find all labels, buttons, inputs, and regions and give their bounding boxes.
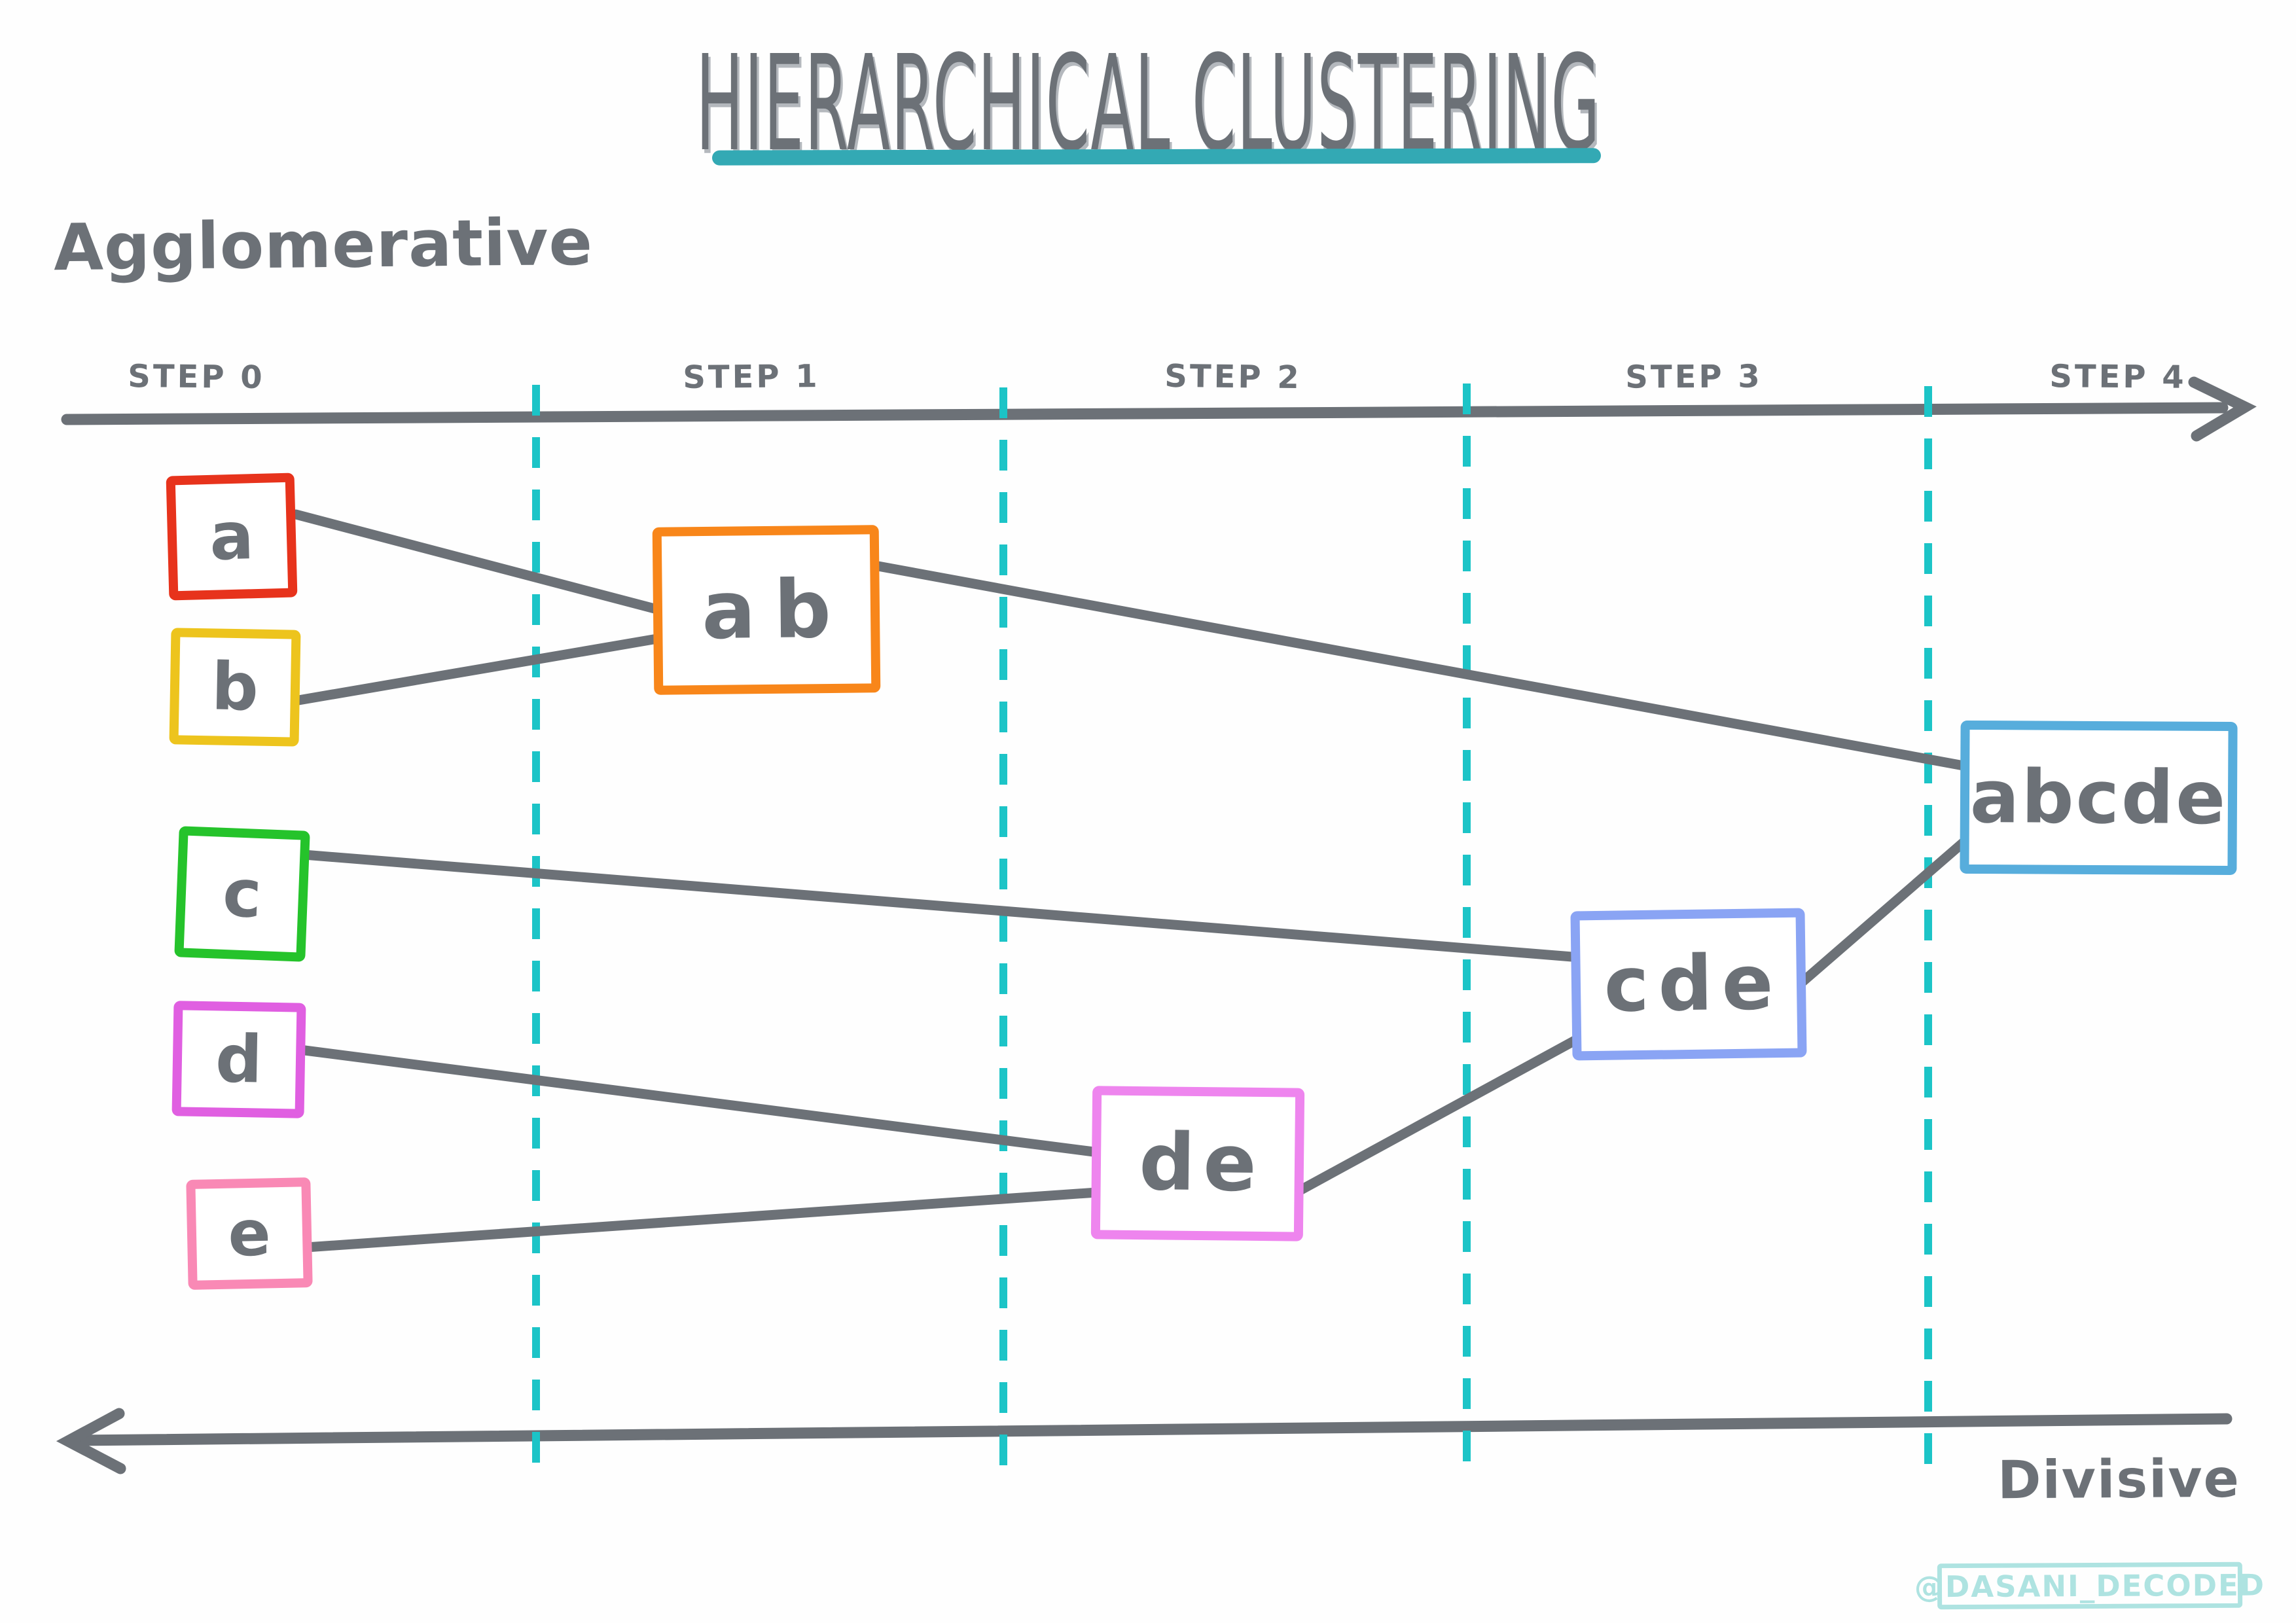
cluster-node-b: b: [169, 628, 301, 747]
step-label-2: STEP 2: [1164, 357, 1302, 397]
step-separator-dashed-lines: [532, 383, 1932, 1470]
edge-b-ab: [293, 633, 662, 705]
cluster-node-b-label: b: [211, 648, 259, 726]
watermark-badge: @DASANI_DECODED: [1914, 1561, 2265, 1610]
cluster-node-a: a: [166, 473, 298, 601]
timeline-top-arrow: [61, 376, 2257, 442]
cluster-node-ab: ab: [652, 525, 881, 695]
step-label-3: STEP 3: [1625, 358, 1763, 396]
edge-cde-abcde: [1796, 837, 1969, 988]
edge-ab-abcde: [869, 560, 1969, 771]
edge-e-de: [301, 1187, 1102, 1253]
cluster-node-c-label: c: [221, 854, 263, 933]
timeline-bottom-arrow: [56, 1408, 2233, 1474]
edge-c-cde: [291, 849, 1577, 962]
agglomerative-label: Agglomerative: [53, 205, 594, 286]
page-title: HIERARCHICAL CLUSTERING: [0, 27, 2296, 181]
cluster-node-ab-label: ab: [701, 562, 850, 658]
edge-a-ab: [291, 509, 660, 614]
step-label-1: STEP 1: [683, 358, 820, 396]
watermark-text: @DASANI_DECODED: [1914, 1567, 2266, 1604]
cluster-node-abcde-label: abcde: [1969, 754, 2228, 842]
cluster-node-de-label: de: [1138, 1117, 1265, 1210]
cluster-node-c: c: [174, 826, 310, 962]
edge-d-de: [295, 1044, 1099, 1157]
cluster-node-cde-label: cde: [1603, 938, 1784, 1029]
cluster-node-a-label: a: [208, 497, 255, 575]
title-underline: [711, 148, 1602, 166]
cluster-node-d: d: [171, 1001, 306, 1118]
cluster-node-e: e: [186, 1177, 313, 1290]
divisive-label: Divisive: [1997, 1448, 2241, 1511]
cluster-node-d-label: d: [215, 1020, 263, 1098]
step-label-0: STEP 0: [128, 358, 265, 396]
cluster-node-e-label: e: [227, 1196, 272, 1271]
cluster-node-de: de: [1090, 1086, 1305, 1241]
cluster-node-cde: cde: [1570, 908, 1807, 1061]
cluster-node-abcde: abcde: [1960, 720, 2238, 876]
edge-de-cde: [1296, 1035, 1580, 1195]
step-label-4: STEP 4: [2049, 358, 2187, 396]
